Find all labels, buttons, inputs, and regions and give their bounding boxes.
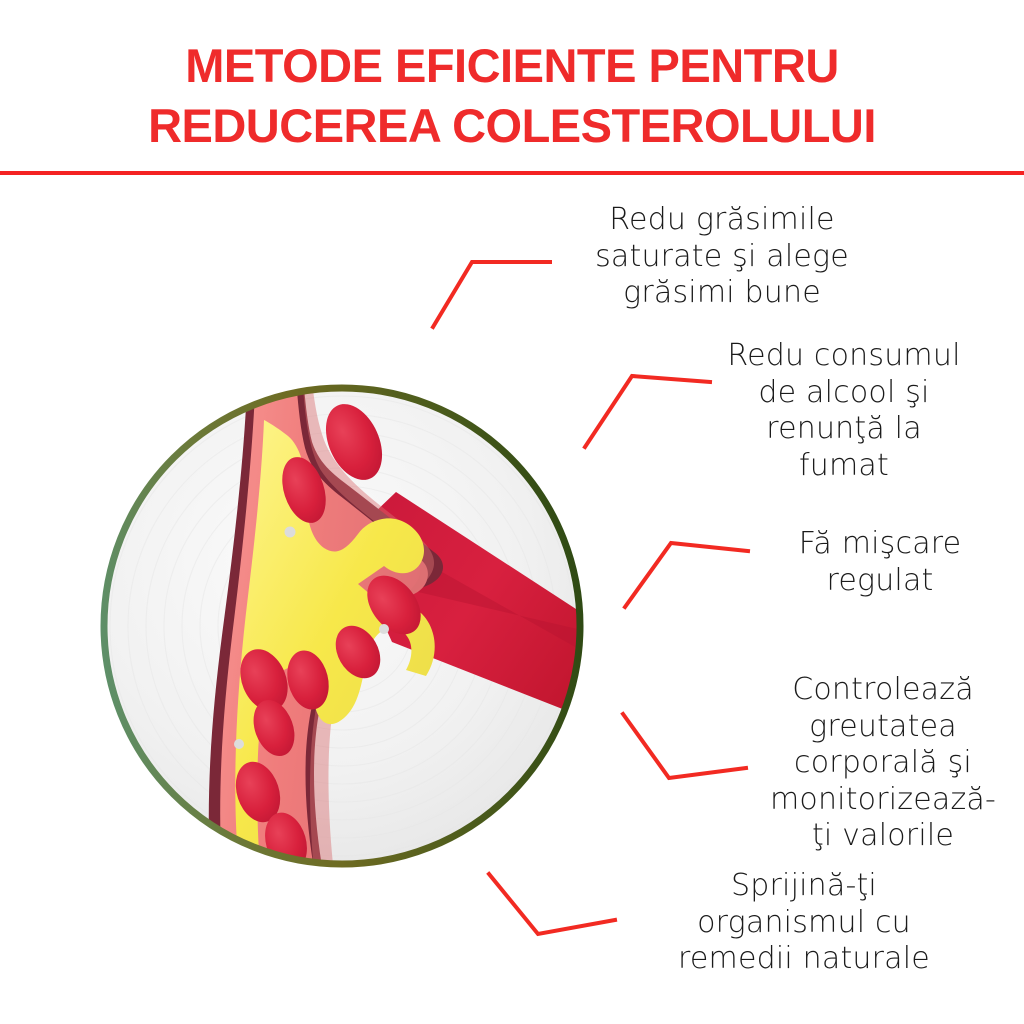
callout-text-4: Controlează greutatea corporală şi monit… xyxy=(769,672,997,854)
artery-illustration xyxy=(96,380,588,872)
callout-text-5: Sprijină-ţi organismul cu remedii natura… xyxy=(678,868,930,977)
callout-text-2: Redu consumul de alcool şi renunţă la fu… xyxy=(727,338,961,483)
callout-control-body-weight: Controlează greutatea corporală şi monit… xyxy=(742,672,1024,855)
speckles xyxy=(234,526,389,749)
callout-text-3: Fă mişcare regulat xyxy=(798,526,962,598)
cholesterol-plaque xyxy=(235,420,435,864)
callout-exercise-regularly: Fă mişcare regulat xyxy=(760,526,1000,599)
callout-reduce-saturated-fats: Redu grăsimile saturate şi alege grăsimi… xyxy=(566,202,878,312)
connector-line-4 xyxy=(620,711,749,781)
page-title-line-1: METODE EFICIENTE PENTRU xyxy=(185,39,839,92)
connector-line-5 xyxy=(486,871,618,937)
header: METODE EFICIENTE PENTRU REDUCEREA COLEST… xyxy=(0,0,1024,175)
blood-cells xyxy=(235,404,421,864)
sphere-outline xyxy=(100,384,584,868)
page-title-line-2: REDUCEREA COLESTEROLULUI xyxy=(148,99,876,152)
connector-line-3 xyxy=(622,540,751,610)
callout-natural-remedies: Sprijină-ţi organismul cu remedii natura… xyxy=(634,868,974,978)
illustration-sphere xyxy=(100,384,584,868)
connector-line-1 xyxy=(430,260,552,330)
title-divider xyxy=(0,171,1024,175)
callout-text-1: Redu grăsimile saturate şi alege grăsimi… xyxy=(595,202,849,311)
callout-reduce-alcohol-smoking: Redu consumul de alcool şi renunţă la fu… xyxy=(688,338,1000,484)
